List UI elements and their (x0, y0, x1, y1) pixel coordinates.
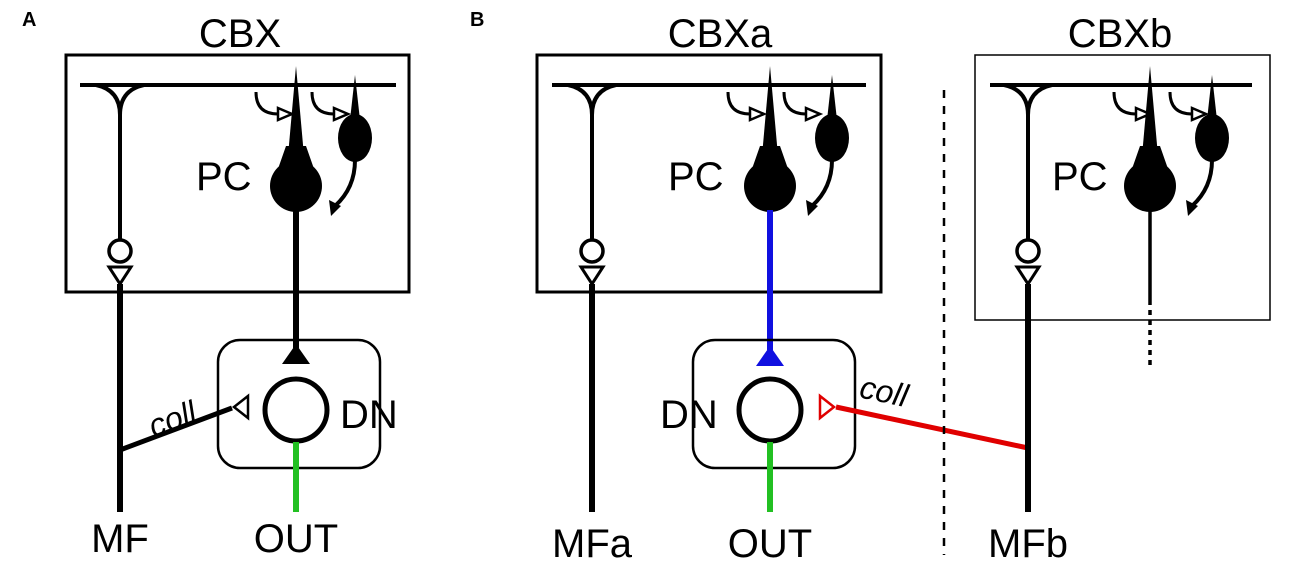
pc-synapse-a (756, 346, 784, 366)
mf-label: MF (91, 517, 149, 561)
parallel-fiber-synapse-b (1112, 90, 1152, 122)
dn-label: DN (340, 393, 398, 437)
pc-synapse (282, 344, 310, 364)
cbxa-cortex-box (535, 53, 883, 294)
granule-axon-branch-b (1003, 83, 1053, 116)
panel-a: A CBX PC DN coll MF OUT (22, 9, 411, 561)
dn-box-b (691, 338, 857, 470)
purkinje-cell (270, 66, 322, 212)
coll-b-label: coll (857, 369, 912, 414)
panel-b-letter: B (470, 9, 484, 31)
dn-neuron-b (736, 376, 804, 444)
out-b-label: OUT (728, 522, 812, 566)
collateral-b (835, 404, 1029, 451)
granule-axon-branch (95, 83, 145, 116)
granule-cell-b (1015, 238, 1041, 286)
pc-label: PC (196, 155, 252, 199)
coll-label: coll (144, 394, 202, 445)
dn-b-label: DN (660, 393, 718, 437)
out-label: OUT (254, 517, 338, 561)
interneuron-b (1184, 73, 1231, 218)
mfa-label: MFa (552, 522, 633, 566)
parallel-fiber-synapse-b (1168, 90, 1208, 122)
granule-cell-a (579, 238, 605, 286)
granule-axon-branch-a (567, 83, 617, 116)
panel-b: B CBXa CBXb PC DN coll (470, 9, 1271, 566)
purkinje-cell-a (744, 66, 796, 212)
panel-a-letter: A (22, 9, 36, 31)
parallel-fiber-synapse-a (782, 90, 822, 122)
mfb-label: MFb (988, 522, 1068, 566)
parallel-fiber-synapse (310, 90, 350, 122)
collateral-synapse-b (818, 393, 837, 421)
collateral (119, 405, 233, 453)
cbx-cortex-box (64, 53, 411, 294)
collateral-synapse (231, 393, 250, 421)
cbxb-cortex-box (974, 54, 1271, 321)
parallel-fiber-synapse (254, 90, 294, 122)
dn-neuron (262, 376, 330, 444)
cbx-label: CBX (199, 12, 281, 56)
pc-a-label: PC (668, 155, 724, 199)
cbxb-label: CBXb (1068, 12, 1173, 56)
cbxa-label: CBXa (668, 12, 773, 56)
parallel-fiber-synapse-a (726, 90, 766, 122)
pc-b-label: PC (1052, 155, 1108, 199)
interneuron (327, 73, 374, 218)
purkinje-cell-b (1124, 66, 1176, 212)
interneuron-a (804, 73, 851, 218)
granule-cell (107, 238, 133, 286)
